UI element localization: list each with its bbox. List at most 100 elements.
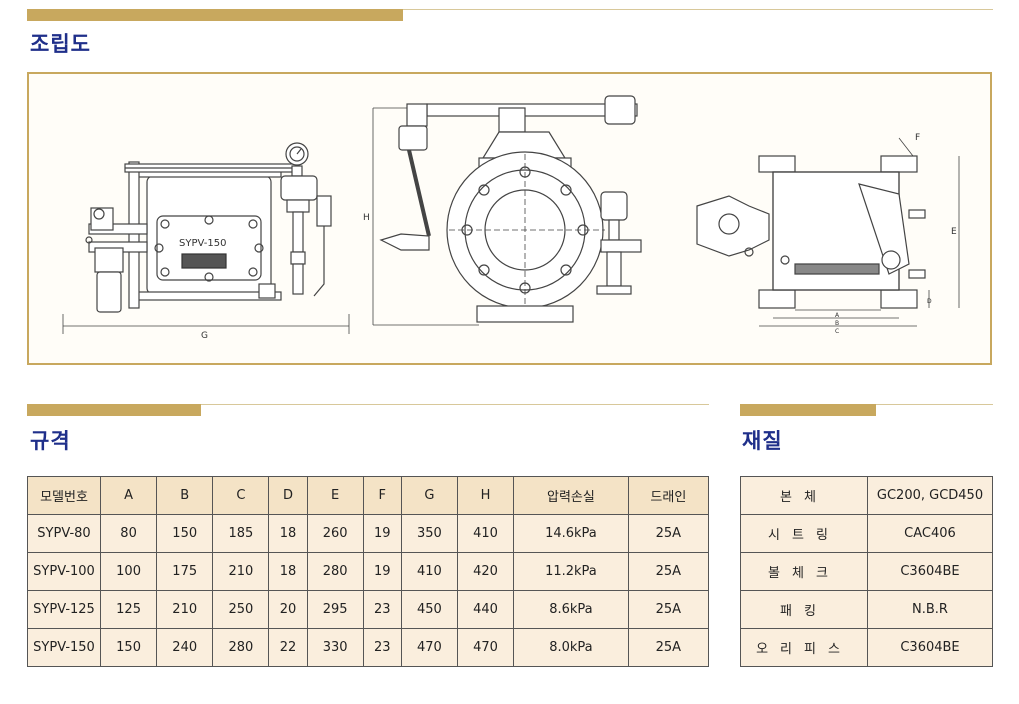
material-row: 본체 GC200, GCD450	[740, 476, 993, 515]
spec-cell: 11.2kPa	[513, 552, 629, 591]
spec-cell: 8.0kPa	[513, 628, 629, 667]
material-row: 시트링 CAC406	[740, 514, 993, 553]
material-part: 시트링	[740, 514, 868, 553]
spec-cell: 18	[268, 514, 308, 553]
spec-cell: 125	[99, 590, 158, 629]
spec-cell: 23	[362, 628, 402, 667]
material-rule	[876, 404, 993, 405]
header-accent-bar	[27, 9, 403, 21]
spec-cell: SYPV-125	[27, 590, 101, 629]
spec-row: SYPV-80 80 150 185 18 260 19 350 410 14.…	[27, 514, 710, 553]
spec-cell: 420	[456, 552, 515, 591]
material-value: C3604BE	[867, 552, 993, 591]
spec-cell: 330	[306, 628, 364, 667]
spec-cell: 25A	[627, 552, 710, 591]
material-value: CAC406	[867, 514, 993, 553]
material-value: N.B.R	[867, 590, 993, 629]
front-view: SYPV-150 G	[62, 142, 350, 341]
spec-cell: 440	[456, 590, 515, 629]
spec-row: SYPV-150 150 240 280 22 330 23 470 470 8…	[27, 628, 710, 667]
spec-cell: 18	[268, 552, 308, 591]
spec-rule	[201, 404, 709, 405]
spec-cell: 210	[212, 552, 270, 591]
spec-cell: 25A	[627, 590, 710, 629]
spec-cell: 23	[362, 590, 402, 629]
spec-cell: 185	[212, 514, 270, 553]
spec-header-cell: E	[306, 476, 364, 515]
spec-cell: SYPV-150	[27, 628, 101, 667]
spec-header-cell: A	[99, 476, 158, 515]
spec-cell: 280	[306, 552, 364, 591]
header-rule	[403, 9, 993, 10]
spec-header-cell: B	[156, 476, 214, 515]
spec-header-cell: F	[362, 476, 402, 515]
spec-row: SYPV-125 125 210 250 20 295 23 450 440 8…	[27, 590, 710, 629]
material-row: 패킹 N.B.R	[740, 590, 993, 629]
assembly-title: 조립도	[30, 32, 91, 56]
material-part: 본체	[740, 476, 868, 515]
side-view: H	[363, 95, 642, 326]
spec-cell: 450	[400, 590, 458, 629]
nameplate-label: SYPV-150	[179, 238, 226, 249]
spec-cell: 250	[212, 590, 270, 629]
material-row: 오리피스 C3604BE	[740, 628, 993, 667]
dimension-e-label: E	[951, 227, 957, 237]
spec-cell: 240	[156, 628, 214, 667]
spec-cell: 470	[456, 628, 515, 667]
dimension-h-label: H	[363, 213, 370, 223]
spec-accent-bar	[27, 404, 201, 416]
material-part: 오리피스	[740, 628, 868, 667]
spec-cell: 410	[400, 552, 458, 591]
dimension-d-label: D	[927, 298, 932, 305]
spec-cell: 150	[99, 628, 158, 667]
spec-header-cell: G	[400, 476, 458, 515]
dimension-f-label: F	[915, 133, 920, 143]
spec-cell: 25A	[627, 628, 710, 667]
dimension-c-label: C	[835, 328, 839, 335]
spec-title: 규격	[30, 429, 71, 453]
assembly-drawing-frame: SYPV-150 G	[27, 72, 992, 365]
spec-cell: 19	[362, 552, 402, 591]
spec-cell: 295	[306, 590, 364, 629]
spec-cell: 210	[156, 590, 214, 629]
spec-cell: 25A	[627, 514, 710, 553]
dimension-b-label: B	[835, 320, 839, 327]
spec-cell: 22	[268, 628, 308, 667]
dimension-g-label: G	[201, 331, 208, 341]
assembly-drawing: SYPV-150 G	[62, 95, 960, 341]
spec-row: SYPV-100 100 175 210 18 280 19 410 420 1…	[27, 552, 710, 591]
section-view: E F A B C D	[696, 133, 960, 335]
spec-cell: 8.6kPa	[513, 590, 629, 629]
spec-header-cell: 압력손실	[513, 476, 629, 515]
spec-cell: SYPV-100	[27, 552, 101, 591]
spec-cell: 470	[400, 628, 458, 667]
spec-cell: 14.6kPa	[513, 514, 629, 553]
material-part: 볼체크	[740, 552, 868, 591]
material-table: 본체 GC200, GCD450 시트링 CAC406 볼체크 C3604BE …	[740, 476, 993, 667]
spec-cell: 175	[156, 552, 214, 591]
spec-table: 모델번호 A B C D E F G H 압력손실 드래인 SYPV-80 80…	[27, 476, 710, 667]
spec-cell: 150	[156, 514, 214, 553]
spec-cell: 80	[99, 514, 158, 553]
spec-header-cell: 드래인	[627, 476, 710, 515]
spec-cell: 19	[362, 514, 402, 553]
material-value: C3604BE	[867, 628, 993, 667]
spec-cell: 280	[212, 628, 270, 667]
dimension-a-label: A	[835, 312, 840, 319]
material-row: 볼체크 C3604BE	[740, 552, 993, 591]
material-value: GC200, GCD450	[867, 476, 993, 515]
spec-cell: 350	[400, 514, 458, 553]
spec-cell: 100	[99, 552, 158, 591]
spec-header-row: 모델번호 A B C D E F G H 압력손실 드래인	[27, 476, 710, 515]
spec-cell: 260	[306, 514, 364, 553]
spec-header-cell: D	[268, 476, 308, 515]
material-title: 재질	[742, 429, 783, 453]
spec-header-cell: 모델번호	[27, 476, 101, 515]
spec-cell: 410	[456, 514, 515, 553]
spec-cell: 20	[268, 590, 308, 629]
material-part: 패킹	[740, 590, 868, 629]
spec-header-cell: H	[456, 476, 515, 515]
material-accent-bar	[740, 404, 876, 416]
spec-cell: SYPV-80	[27, 514, 101, 553]
spec-header-cell: C	[212, 476, 270, 515]
